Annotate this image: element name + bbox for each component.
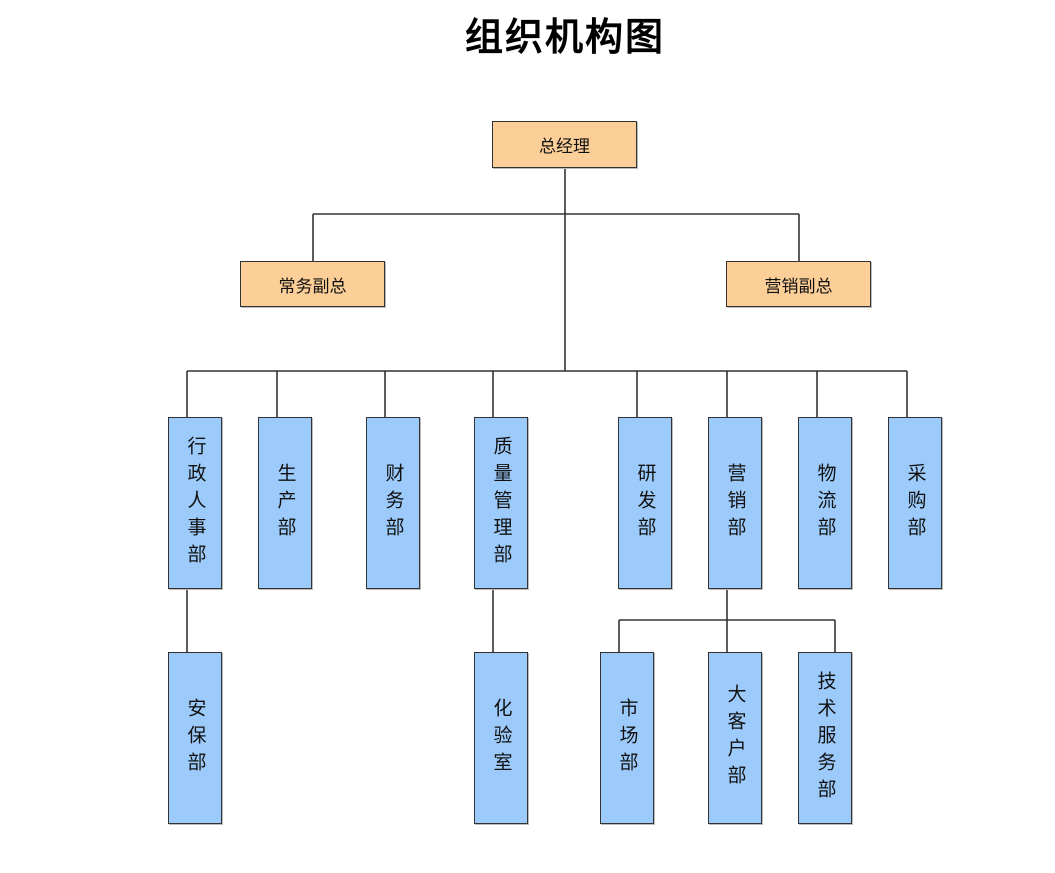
node-dept-rnd: 研发部 — [618, 417, 672, 589]
node-dept-marketing: 营销部 — [708, 417, 762, 589]
node-vp-marketing: 营销副总 — [726, 261, 871, 307]
node-sub-lab: 化验室 — [474, 652, 528, 824]
node-sub-key-accounts: 大客户部 — [708, 652, 762, 824]
node-dept-admin-hr: 行政人事部 — [168, 417, 222, 589]
node-sub-security: 安保部 — [168, 652, 222, 824]
node-dept-production: 生产部 — [258, 417, 312, 589]
node-dept-logistics: 物流部 — [798, 417, 852, 589]
node-sub-tech-service: 技术服务部 — [798, 652, 852, 824]
node-dept-quality: 质量管理部 — [474, 417, 528, 589]
node-sub-market: 市场部 — [600, 652, 654, 824]
chart-title: 组织机构图 — [464, 15, 665, 59]
node-dept-purchasing: 采购部 — [888, 417, 942, 589]
node-general-manager: 总经理 — [492, 121, 637, 168]
node-vp-general: 常务副总 — [240, 261, 385, 307]
node-dept-finance: 财务部 — [366, 417, 420, 589]
